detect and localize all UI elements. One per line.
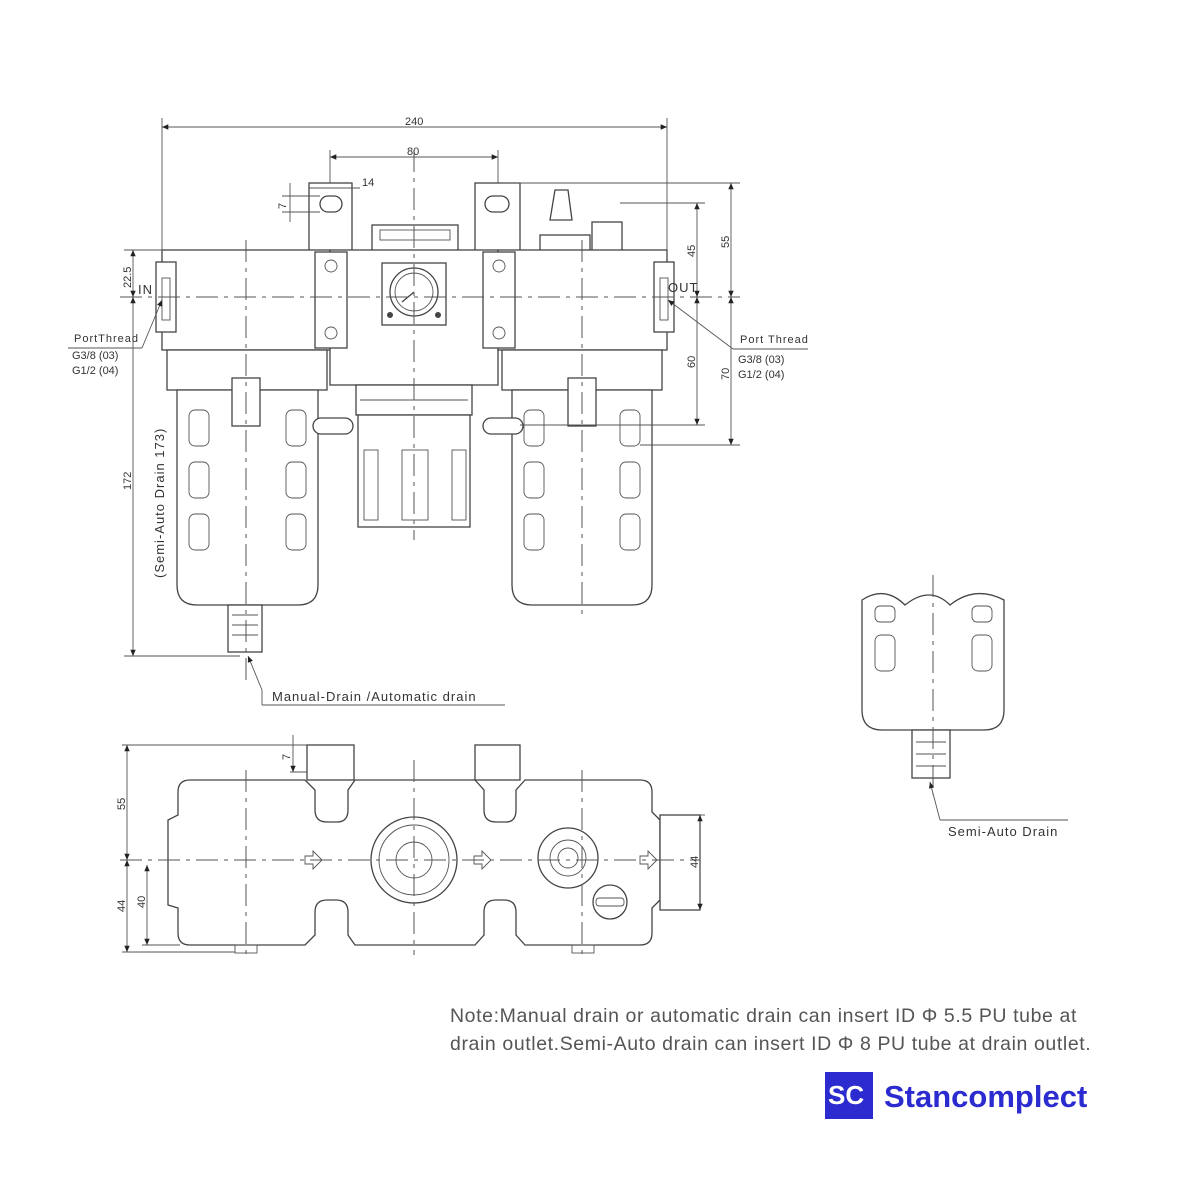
dim-14: 14: [362, 177, 374, 189]
note-line-1: Note:Manual drain or automatic drain can…: [450, 1005, 1077, 1027]
plan-right-bracket: [474, 744, 521, 781]
left-bracket: [308, 182, 353, 252]
bracket-slot: [484, 195, 510, 213]
plan-left-bracket: [306, 744, 355, 781]
lubricator-adjuster-plan: [537, 827, 599, 889]
semi-auto-drain-view: Semi-Auto Drain: [861, 575, 1068, 839]
thread-03-left: G3/8 (03): [72, 350, 118, 362]
dim-bottom-40: 40: [136, 896, 148, 908]
bracket-slot: [319, 195, 343, 213]
plan-out-port: [659, 814, 701, 911]
dim-22-5: 22.5: [122, 267, 134, 288]
lubricator-adjuster: [549, 189, 573, 221]
port-thread-right-label: Port Thread: [740, 334, 809, 346]
right-bracket: [474, 182, 521, 252]
dim-45: 45: [686, 245, 698, 257]
note-line-2: drain outlet.Semi-Auto drain can insert …: [450, 1033, 1091, 1055]
thread-03-right: G3/8 (03): [738, 354, 784, 366]
front-view: 240 80 14 7 22.5 172 (Semi-Auto Drain 17…: [68, 116, 809, 706]
dim-7: 7: [277, 203, 289, 209]
dim-bottom-right-44: 44: [689, 856, 701, 868]
semi-auto-drain-label: Semi-Auto Drain: [948, 824, 1058, 839]
oil-plug-plan: [592, 884, 628, 920]
thread-04-left: G1/2 (04): [72, 365, 118, 377]
logo-letters: SC: [828, 1080, 864, 1110]
port-thread-left-label: PortThread: [74, 333, 139, 345]
in-label: IN: [138, 282, 153, 297]
stancomplect-logo: SC Stancomplect: [825, 1072, 1087, 1119]
dim-bottom-44: 44: [116, 900, 128, 912]
oil-fill-plug: [591, 221, 623, 252]
regulator-knob-top: [371, 224, 459, 252]
dim-172: 172: [122, 472, 134, 490]
logo-brand: Stancomplect: [884, 1079, 1087, 1114]
dim-bottom-55: 55: [116, 798, 128, 810]
dim-bottom-7: 7: [281, 754, 293, 760]
dim-240: 240: [405, 116, 423, 128]
dim-80: 80: [407, 146, 419, 158]
logo-square: [825, 1072, 873, 1119]
dim-60: 60: [686, 356, 698, 368]
dim-70: 70: [720, 368, 732, 380]
semi-auto-173-label: (Semi-Auto Drain 173): [152, 428, 167, 578]
manual-drain-label: Manual-Drain /Automatic drain: [272, 689, 477, 704]
out-label: OUT: [668, 280, 698, 295]
dim-55: 55: [720, 236, 732, 248]
filter-bowl: [176, 389, 319, 606]
thread-04-right: G1/2 (04): [738, 369, 784, 381]
manual-drain: [227, 604, 263, 653]
plan-view: 55 44 40 7 44: [116, 735, 705, 955]
